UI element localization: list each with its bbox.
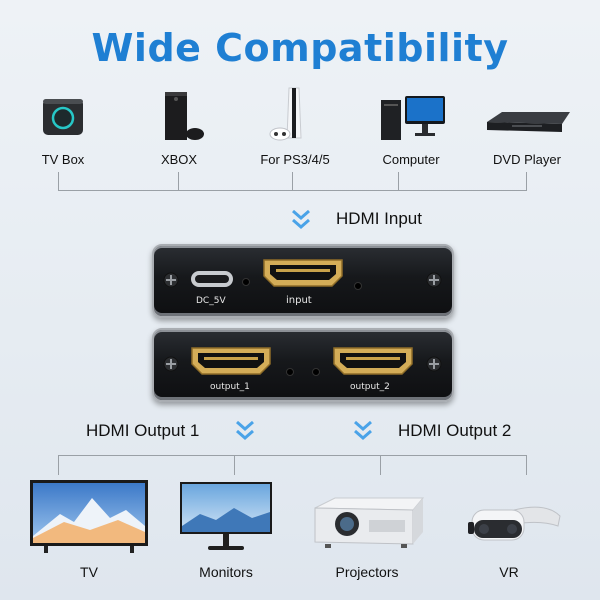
destination-label: TV [80,564,98,580]
source-dvd-player: DVD Player [472,92,582,167]
hdmi-input-label: HDMI Input [336,209,422,228]
screw-icon [163,272,179,288]
hdmi-port-icon [191,347,271,375]
connector-line [58,455,59,475]
led-icon [286,368,294,376]
monitor-icon [180,482,272,550]
led-icon [354,282,362,290]
tv-box-icon [43,99,83,135]
projector-icon [314,497,425,548]
dvd-player-icon [487,112,570,132]
screw-icon [426,272,442,288]
connector-line [58,455,527,456]
hdmi-port-icon [263,259,343,287]
led-icon [312,368,320,376]
chevron-down-icon [354,420,372,440]
led-icon [242,278,250,286]
destination-label: Projectors [335,564,399,580]
chevron-down-icon [236,420,254,440]
source-xbox: XBOX [124,92,234,167]
hdmi-output-2-label: HDMI Output 2 [398,421,512,440]
source-playstation: For PS3/4/5 [240,86,350,167]
output-2-port-label: output_2 [350,382,390,392]
destination-label: VR [499,564,519,580]
screw-icon [163,356,179,372]
destination-monitors: Monitors [161,480,291,580]
xbox-icon [165,92,204,140]
connector-line [58,190,527,191]
destination-vr: VR [444,480,574,580]
source-tv-box: TV Box [8,92,118,167]
chevron-down-icon [292,209,310,229]
output-1-port-label: output_1 [210,382,250,392]
splitter-input-panel: DC_5V input [152,244,454,318]
source-label: DVD Player [493,152,561,167]
connector-line [178,172,179,190]
source-label: TV Box [41,152,85,167]
dc-port-label: DC_5V [196,296,226,306]
splitter-output-panel: output_1 output_2 [152,328,454,402]
connector-line [292,172,293,190]
destination-label: Monitors [199,564,253,580]
playstation-icon [269,87,302,141]
input-port-label: input [286,295,312,306]
tv-icon [30,480,148,553]
connector-line [526,172,527,190]
destination-projectors: Projectors [302,480,432,580]
screw-icon [426,356,442,372]
destination-tv: TV [24,480,154,580]
hdmi-output-1-label: HDMI Output 1 [86,421,200,440]
source-label: XBOX [160,152,198,167]
computer-icon [381,96,445,140]
usb-c-port-icon [191,271,233,287]
source-label: For PS3/4/5 [260,152,330,167]
connector-line [380,455,381,475]
connector-line [526,455,527,475]
vr-headset-icon [468,506,561,541]
connector-line [58,172,59,190]
hdmi-port-icon [333,347,413,375]
source-computer: Computer [356,92,466,167]
source-label: Computer [382,152,440,167]
page-title: Wide Compatibility [91,26,509,70]
connector-line [234,455,235,475]
connector-line [398,172,399,190]
